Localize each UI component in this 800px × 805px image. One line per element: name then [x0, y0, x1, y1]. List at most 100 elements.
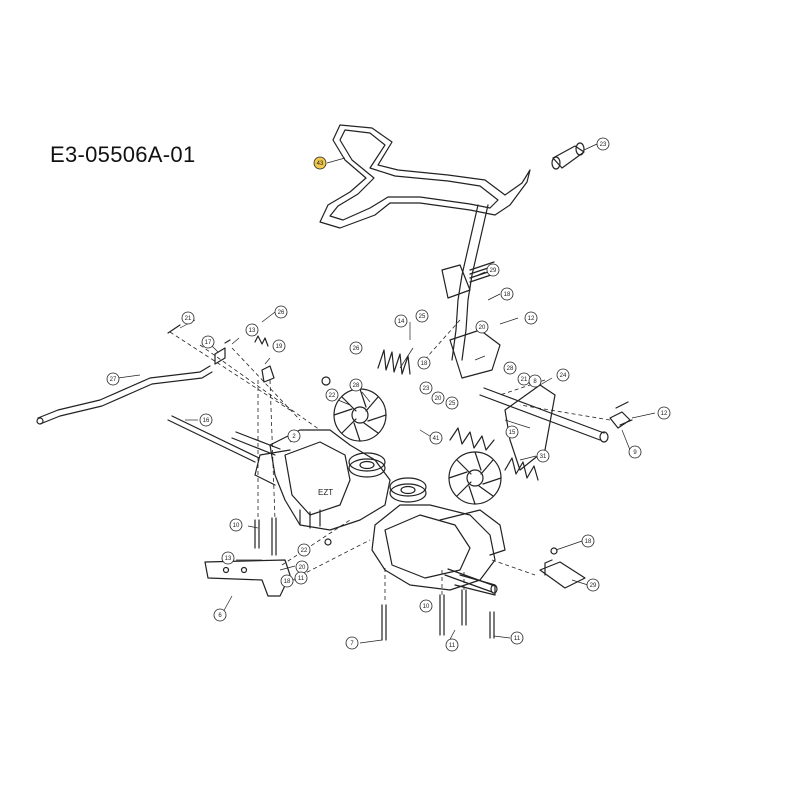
- callout-label: 18: [504, 292, 511, 298]
- callout-26: 26: [274, 305, 288, 319]
- callout-label: 23: [600, 142, 607, 148]
- callout-label: 11: [298, 576, 305, 582]
- callout-10: 10: [419, 599, 433, 613]
- callout-20: 20: [295, 560, 309, 574]
- callout-label: 18: [585, 539, 592, 545]
- callout-13: 13: [245, 323, 259, 337]
- callout-label: 28: [507, 366, 514, 372]
- callout-28: 28: [349, 378, 363, 392]
- left-cooling-fan: [333, 388, 387, 442]
- callout-41: 41: [429, 431, 443, 445]
- callout-label: 6: [218, 613, 222, 619]
- callout-label: 20: [299, 565, 306, 571]
- callout-label: 26: [353, 346, 360, 352]
- callout-19: 19: [272, 339, 286, 353]
- drawing-code: E3-05506A-01: [50, 142, 196, 167]
- callout-13: 13: [221, 551, 235, 565]
- small-hardware: [167, 324, 633, 555]
- left-pulley: [348, 452, 386, 478]
- callout-43: 43: [313, 156, 327, 170]
- callout-label: 11: [514, 636, 521, 642]
- callout-label: 19: [276, 344, 283, 350]
- right-cooling-fan: [448, 451, 502, 505]
- bolts: [254, 517, 495, 641]
- left-transaxle: EZT: [254, 429, 391, 531]
- callout-20: 20: [475, 320, 489, 334]
- callout-label: 29: [590, 583, 597, 589]
- callout-label: 20: [479, 325, 486, 331]
- center-pulley: [389, 477, 427, 503]
- callout-label: 31: [540, 454, 547, 460]
- callout-22: 22: [325, 388, 339, 402]
- callout-label: 41: [433, 436, 440, 442]
- right-clip-bracket: [539, 559, 586, 589]
- callout-7: 7: [345, 636, 359, 650]
- callout-11: 11: [294, 571, 308, 585]
- callout-label: 9: [633, 450, 637, 456]
- callout-29: 29: [586, 578, 600, 592]
- callout-6: 6: [213, 608, 227, 622]
- callout-label: 25: [449, 401, 456, 407]
- callout-label: 14: [398, 319, 405, 325]
- callout-23: 23: [596, 137, 610, 151]
- callout-24: 24: [556, 368, 570, 382]
- callout-27: 27: [106, 372, 120, 386]
- callout-label: 29: [490, 268, 497, 274]
- callout-25: 25: [445, 396, 459, 410]
- callout-22: 22: [297, 543, 311, 557]
- callout-16: 16: [199, 413, 213, 427]
- callout-28: 28: [503, 361, 517, 375]
- callout-label: 12: [528, 316, 535, 322]
- callout-14: 14: [394, 314, 408, 328]
- callout-label: 12: [661, 411, 668, 417]
- callout-25: 25: [415, 309, 429, 323]
- callout-label: 16: [203, 418, 210, 424]
- callout-label: 18: [284, 579, 291, 585]
- callout-label: 22: [329, 393, 336, 399]
- callout-label: 23: [423, 386, 430, 392]
- left-linkage-rod: [36, 365, 213, 425]
- callout-18: 18: [581, 534, 595, 548]
- callout-23: 23: [419, 381, 433, 395]
- callout-label: 18: [421, 361, 428, 367]
- springs: [254, 335, 539, 481]
- callout-11: 11: [445, 638, 459, 652]
- callout-17: 17: [201, 335, 215, 349]
- right-transaxle: [371, 504, 506, 596]
- lower-left-rod: [167, 415, 260, 463]
- callout-label: 21: [521, 377, 528, 383]
- callout-label: 24: [560, 373, 567, 379]
- callout-label: 21: [185, 316, 192, 322]
- callout-label: 25: [419, 314, 426, 320]
- callout-11: 11: [510, 631, 524, 645]
- callout-label: 7: [350, 641, 354, 647]
- callout-18: 18: [417, 356, 431, 370]
- callout-label: 13: [249, 328, 256, 334]
- callout-label: 27: [110, 377, 117, 383]
- callout-8: 8: [528, 374, 542, 388]
- callout-12: 12: [524, 311, 538, 325]
- callout-10: 10: [229, 518, 243, 532]
- callout-label: 2: [292, 434, 296, 440]
- callout-9: 9: [628, 445, 642, 459]
- mounting-bracket: [204, 559, 291, 597]
- callout-18: 18: [500, 287, 514, 301]
- svg-text:EZT: EZT: [318, 488, 333, 497]
- callout-label: 8: [533, 379, 537, 385]
- callout-29: 29: [486, 263, 500, 277]
- callout-label: 10: [233, 523, 240, 529]
- callout-20: 20: [431, 391, 445, 405]
- callout-label: 15: [509, 430, 516, 436]
- callout-15: 15: [505, 425, 519, 439]
- control-handle-loop: [319, 124, 531, 229]
- callout-leaders: [117, 143, 656, 644]
- callout-label: 26: [278, 310, 285, 316]
- handle-grip: [551, 142, 585, 170]
- callout-label: 43: [317, 161, 324, 167]
- callout-label: 22: [301, 548, 308, 554]
- callout-18: 18: [280, 574, 294, 588]
- callout-12: 12: [657, 406, 671, 420]
